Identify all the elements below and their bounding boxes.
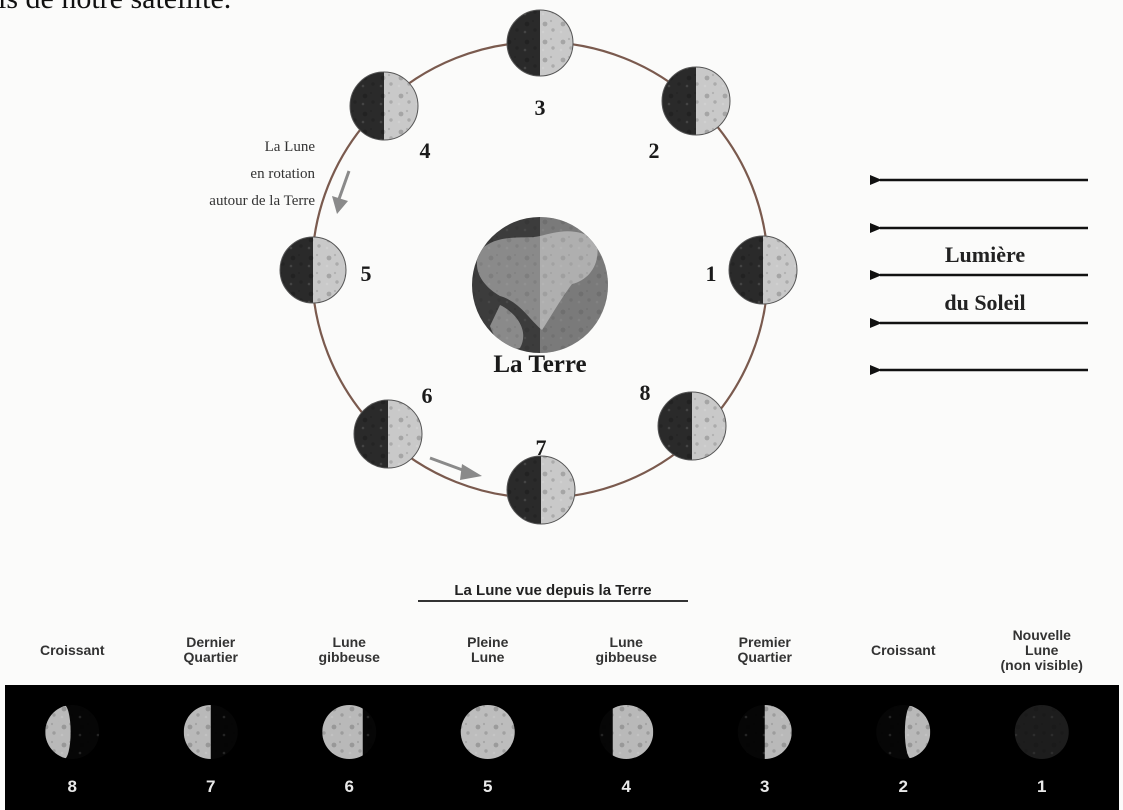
- phase-moon: [183, 705, 238, 759]
- orbit-diagram: La Terre La Lune en rotation autour de l…: [209, 9, 1088, 525]
- phase-name: Nouvelle Lune (non visible): [1000, 626, 1083, 673]
- strip-title: La Lune vue depuis la Terre: [418, 582, 688, 602]
- phase-number: 2: [898, 777, 908, 796]
- orbit-moon-6: [353, 399, 423, 469]
- orbit-moons: 1 2 3 4 5 6 7 8: [279, 9, 798, 525]
- orbit-moon-number: 7: [536, 435, 547, 460]
- phase-name: Lune gibbeuse: [595, 634, 657, 665]
- phase-name: Pleine Lune: [467, 634, 509, 665]
- phase-number: 3: [760, 777, 770, 796]
- orbit-direction-arrow-upper: [332, 170, 351, 214]
- orbit-direction-arrow-lower: [429, 456, 482, 480]
- phase-moon: [876, 705, 931, 759]
- orbit-moon-number: 5: [361, 261, 372, 286]
- orbit-moon-3: [506, 9, 574, 77]
- phase-number: 8: [67, 777, 77, 796]
- earth-label: La Terre: [493, 351, 586, 378]
- orbit-moon-4: [349, 71, 419, 141]
- sunlight-label-line-1: Lumière: [945, 242, 1025, 267]
- phase-moon: [737, 705, 792, 759]
- phase-number: 5: [483, 777, 493, 796]
- sunlight-arrows: [870, 175, 1088, 375]
- phase-moon: [1014, 705, 1069, 759]
- phase-strip: 8 7 6 5 4 3 2 1: [5, 685, 1119, 810]
- phase-number: 6: [344, 777, 354, 796]
- phase-moon: [460, 705, 515, 759]
- phase-number: 1: [1037, 777, 1047, 796]
- sunlight-label-line-2: du Soleil: [944, 290, 1025, 315]
- orbit-moon-number: 2: [649, 138, 660, 163]
- caption-fragment: is de notre satellite.: [0, 0, 231, 16]
- phase-number: 4: [621, 777, 631, 796]
- orbit-moon-2: [661, 66, 731, 136]
- rotation-note-line-2: en rotation: [250, 166, 315, 182]
- orbit-moon-number: 6: [422, 383, 433, 408]
- orbit-moon-number: 8: [640, 380, 651, 405]
- rotation-note-line-1: La Lune: [265, 139, 316, 155]
- orbit-moon-7: [506, 455, 576, 525]
- orbit-moon-8: [657, 391, 727, 461]
- phase-number: 7: [206, 777, 216, 796]
- phase-moon: [322, 705, 377, 759]
- rotation-note: La Lune en rotation autour de la Terre: [209, 139, 315, 209]
- orbit-moon-number: 3: [535, 95, 546, 120]
- phase-name: Dernier Quartier: [183, 634, 238, 665]
- phase-name: Croissant: [870, 641, 936, 658]
- phase-name: Lune gibbeuse: [318, 634, 380, 665]
- phase-moon: [45, 705, 100, 759]
- phase-name: Premier Quartier: [737, 634, 792, 665]
- earth: [472, 217, 608, 353]
- phase-names-row: Croissant Dernier Quartier Lune gibbeuse Pl…: [0, 616, 1123, 684]
- orbit-moon-5: [279, 236, 347, 304]
- orbit-moon-number: 1: [706, 261, 717, 286]
- phase-name: Croissant: [39, 641, 105, 658]
- phase-moon: [599, 705, 654, 759]
- orbit-moon-1: [728, 235, 798, 305]
- rotation-note-line-3: autour de la Terre: [209, 193, 315, 209]
- orbit-moon-number: 4: [420, 138, 431, 163]
